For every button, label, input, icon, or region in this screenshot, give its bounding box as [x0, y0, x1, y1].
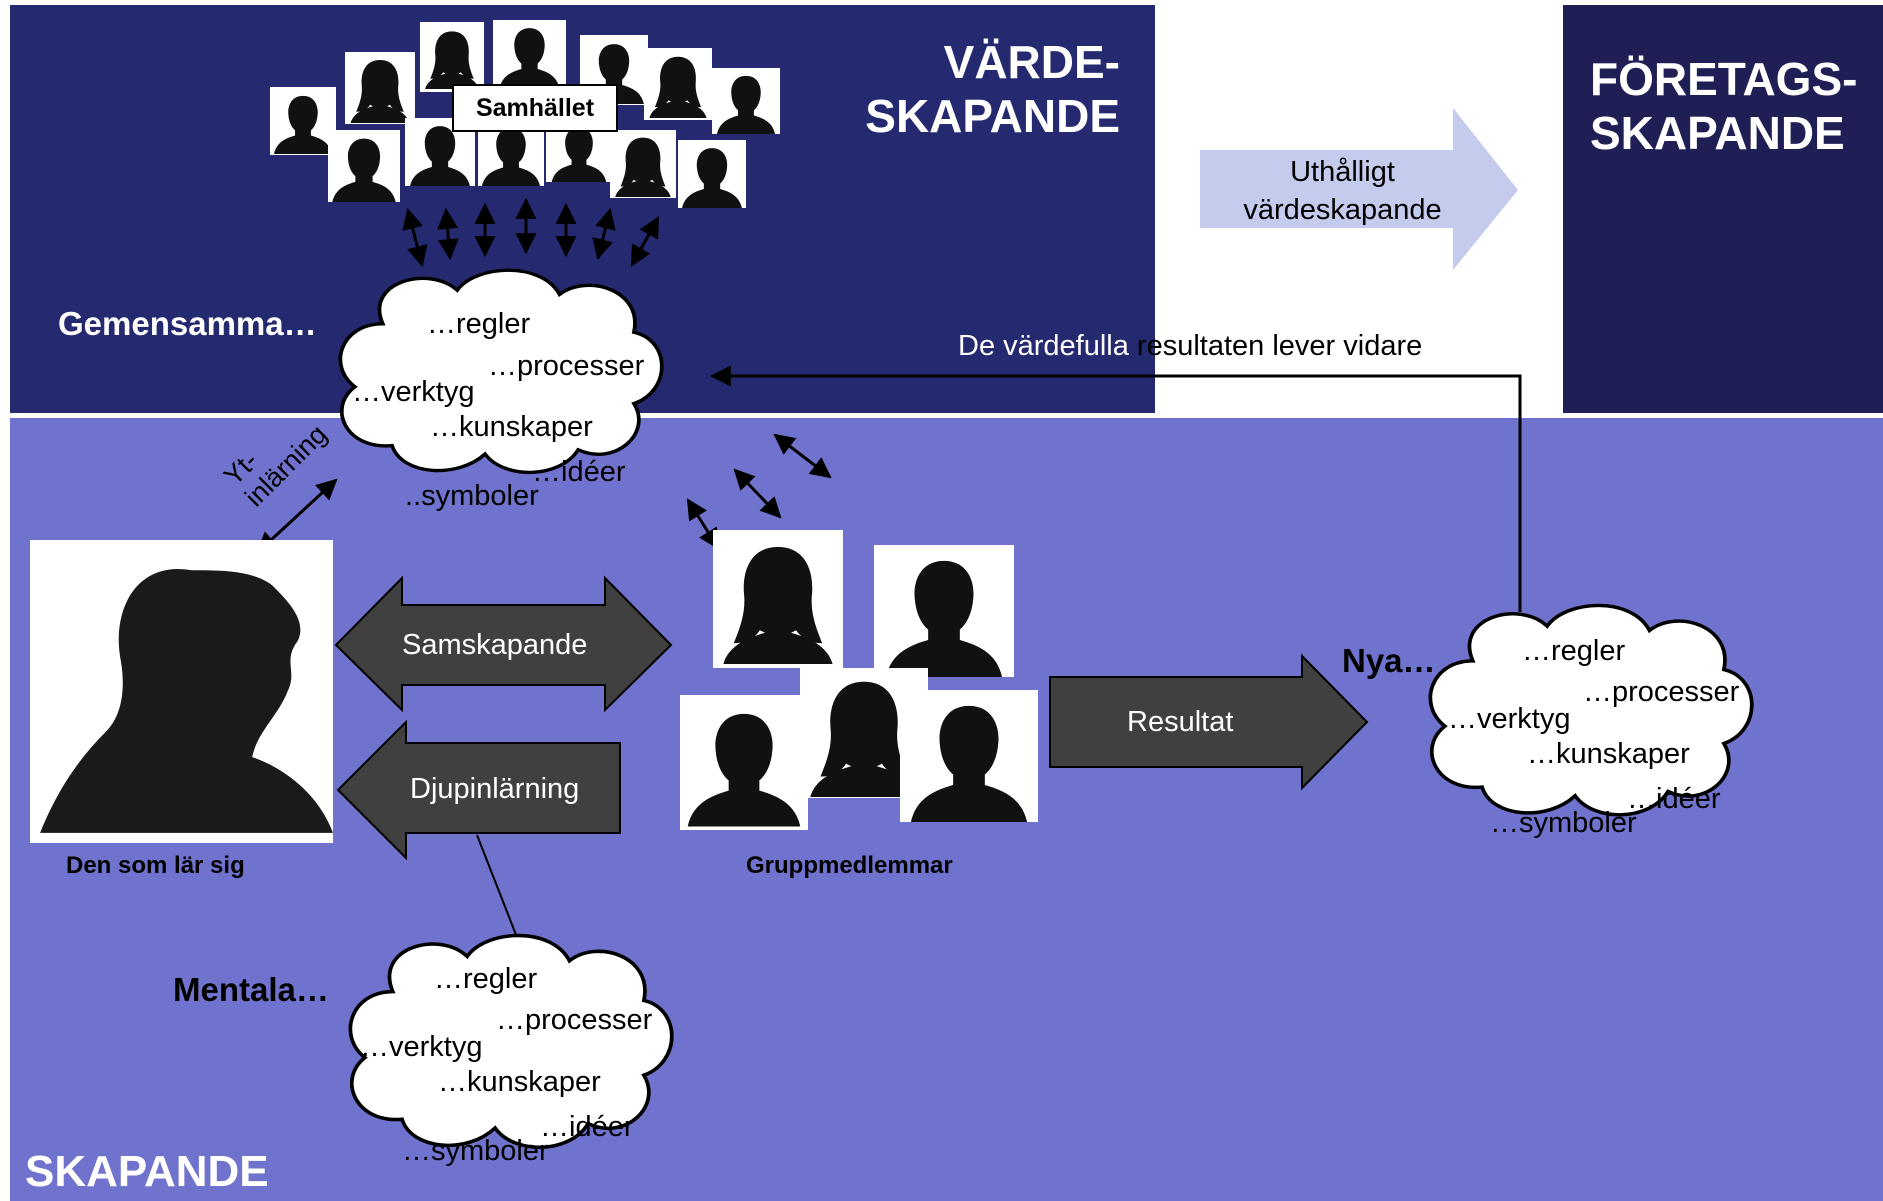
skapande-title: SKAPANDE [25, 1147, 269, 1196]
person-icon [270, 87, 336, 155]
common-regler: …regler [427, 308, 531, 340]
new-processer: …processer [1583, 676, 1740, 708]
uthalligt-arrow [1200, 108, 1518, 270]
society-label: Samhället [452, 84, 618, 132]
person-icon [328, 130, 400, 202]
mental-regler: …regler [434, 963, 538, 995]
resultat-label: Resultat [1127, 706, 1234, 738]
person-icon [712, 68, 780, 134]
feedback-label: De värdefulla resultaten lever vidare [958, 332, 1422, 361]
person-icon [680, 695, 808, 830]
person-icon [678, 140, 746, 208]
samskapande-label: Samskapande [402, 629, 588, 661]
nya-label: Nya… [1342, 642, 1436, 679]
feedback-text: De värdefulla resultaten lever vidare [958, 330, 1422, 362]
common-symboler: ..symboler [405, 480, 539, 512]
group-label: Gruppmedlemmar [746, 852, 953, 879]
person-icon [493, 20, 566, 88]
person-icon [900, 690, 1038, 822]
person-icon [40, 569, 333, 833]
resultat-arrow [1049, 653, 1369, 791]
common-processer: …processer [488, 350, 645, 382]
feedback-text-part: De värdefulla [958, 330, 1129, 362]
common-ideer: …idéer [532, 456, 626, 488]
feedback-text-part: resultaten lever vidare [1128, 330, 1423, 362]
mental-connector [476, 834, 521, 946]
gemensamma-label: Gemensamma… [58, 305, 317, 342]
person-icon [610, 130, 676, 198]
mental-verktyg: …verktyg [360, 1031, 483, 1063]
mental-kunskaper: …kunskaper [438, 1066, 601, 1098]
learner-silhouette [30, 540, 333, 843]
samskapande-arrow [334, 575, 673, 713]
new-kunskaper: …kunskaper [1527, 738, 1690, 770]
society-arrows [402, 197, 660, 268]
foretag-title: FÖRETAGS- SKAPANDE [1590, 53, 1858, 159]
mentala-label: Mentala… [173, 971, 329, 1008]
person-icon [713, 530, 843, 668]
new-verktyg: …verktyg [1448, 703, 1571, 735]
person-icon [420, 22, 484, 92]
djupinlarning-label: Djupinlärning [410, 773, 580, 805]
varde-title: VÄRDE- SKAPANDE [865, 36, 1120, 142]
new-ideer: …idéer [1627, 783, 1721, 815]
mental-processer: …processer [496, 1004, 653, 1036]
new-regler: …regler [1522, 635, 1626, 667]
common-verktyg: …verktyg [352, 376, 475, 408]
person-icon [644, 48, 712, 120]
new-symboler: …symboler [1490, 807, 1637, 839]
learner-label: Den som lär sig [66, 852, 245, 879]
person-icon [874, 545, 1014, 677]
djupinlarning-arrow [336, 719, 621, 861]
mental-symboler: …symboler [402, 1135, 549, 1167]
mental-ideer: …idéer [540, 1111, 634, 1143]
person-icon [345, 52, 415, 124]
foretag-panel [1563, 5, 1883, 413]
uthalligt-label: Uthålligt värdeskapande [1243, 156, 1442, 226]
feedback-arrow [709, 365, 1522, 612]
common-kunskaper: …kunskaper [430, 411, 593, 443]
